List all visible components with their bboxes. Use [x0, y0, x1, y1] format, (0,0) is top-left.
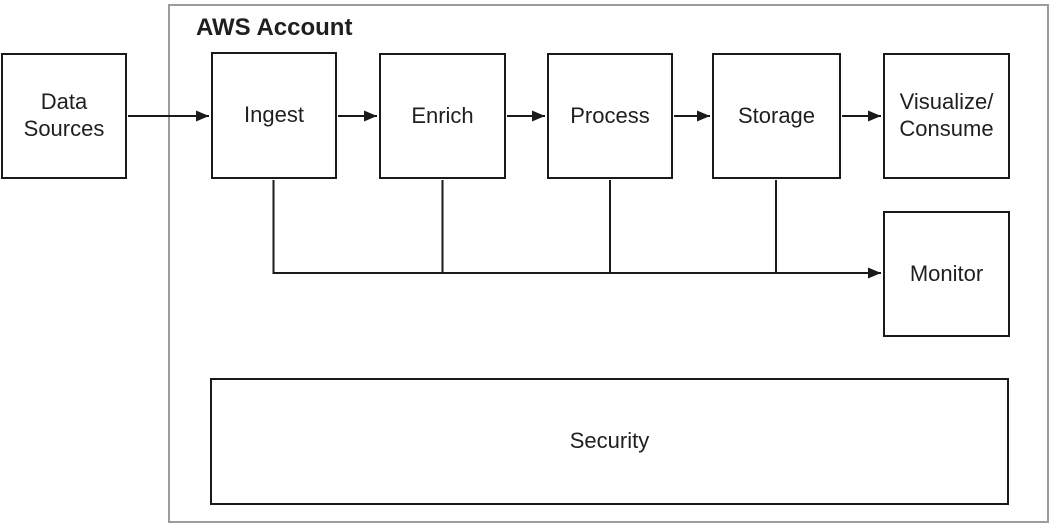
- node-monitor: Monitor: [883, 211, 1010, 337]
- node-ingest: Ingest: [211, 52, 337, 179]
- node-process-label: Process: [570, 102, 650, 128]
- node-monitor-label: Monitor: [909, 260, 984, 286]
- node-storage: Storage: [712, 53, 841, 179]
- node-visualize-consume: Visualize/ Consume: [883, 53, 1010, 179]
- node-visualize-consume-label: Visualize/ Consume: [899, 89, 994, 141]
- node-enrich-label: Enrich: [411, 102, 474, 128]
- node-storage-label: Storage: [737, 102, 816, 128]
- node-ingest-label: Ingest: [244, 102, 304, 128]
- node-security: Security: [210, 378, 1009, 505]
- node-enrich: Enrich: [379, 53, 506, 179]
- aws-account-title: AWS Account: [196, 14, 353, 41]
- node-process: Process: [547, 53, 673, 179]
- arrow-pipeline-to-monitor: [272, 180, 881, 279]
- node-security-label: Security: [569, 428, 650, 454]
- node-data-sources: Data Sources: [1, 53, 127, 179]
- node-data-sources-label: Data Sources: [23, 89, 105, 141]
